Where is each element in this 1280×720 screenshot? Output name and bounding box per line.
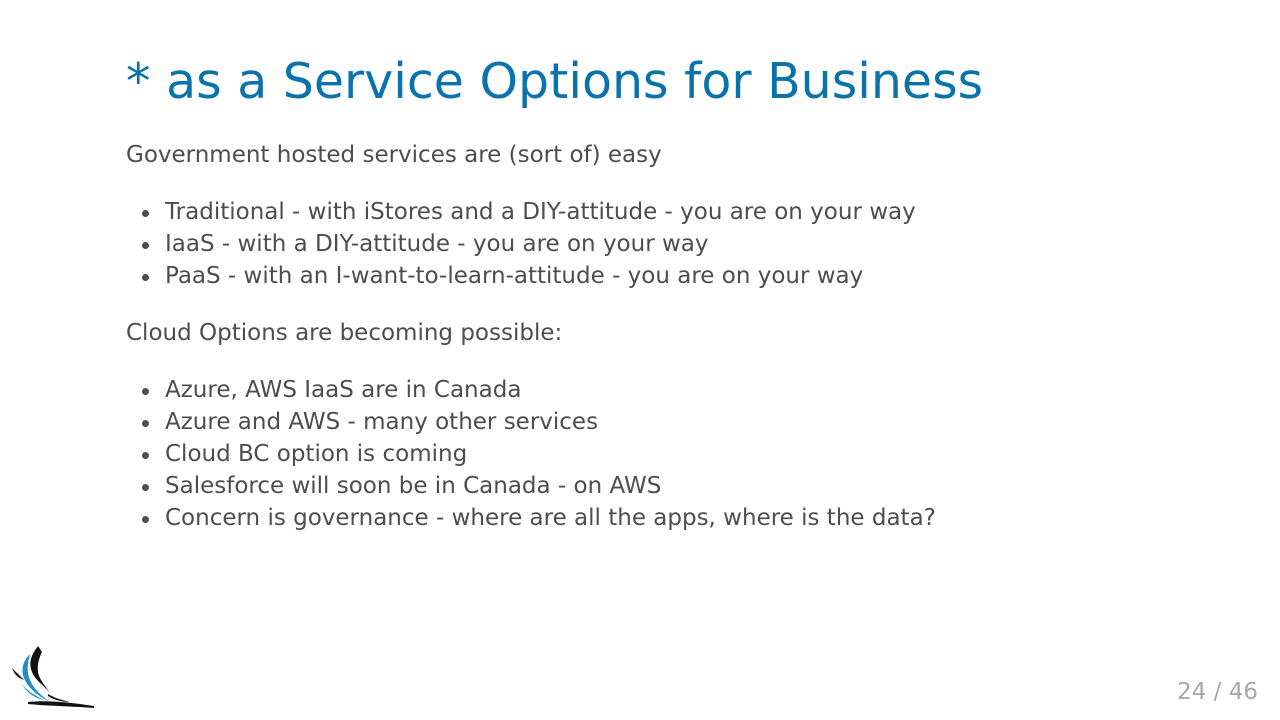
section-intro-government: Government hosted services are (sort of)… bbox=[126, 142, 662, 168]
page-total: 46 bbox=[1228, 679, 1258, 705]
list-item: PaaS - with an I-want-to-learn-attitude … bbox=[126, 260, 1176, 292]
bullet-list-government: Traditional - with iStores and a DIY-att… bbox=[126, 196, 1176, 292]
bird-logo-icon bbox=[8, 644, 98, 710]
list-item: IaaS - with a DIY-attitude - you are on … bbox=[126, 228, 1176, 260]
list-item: Cloud BC option is coming bbox=[126, 438, 1176, 470]
page-separator: / bbox=[1213, 679, 1222, 705]
list-item: Concern is governance - where are all th… bbox=[126, 502, 1176, 534]
section-intro-cloud: Cloud Options are becoming possible: bbox=[126, 320, 563, 346]
page-number: 24 / 46 bbox=[1177, 676, 1258, 708]
slide-title: * as a Service Options for Business bbox=[126, 53, 984, 110]
list-item: Salesforce will soon be in Canada - on A… bbox=[126, 470, 1176, 502]
list-item: Azure and AWS - many other services bbox=[126, 406, 1176, 438]
list-item: Azure, AWS IaaS are in Canada bbox=[126, 374, 1176, 406]
list-item: Traditional - with iStores and a DIY-att… bbox=[126, 196, 1176, 228]
page-current: 24 bbox=[1177, 679, 1207, 705]
bullet-list-cloud: Azure, AWS IaaS are in Canada Azure and … bbox=[126, 374, 1176, 534]
slide-content: Government hosted services are (sort of)… bbox=[126, 139, 1176, 559]
